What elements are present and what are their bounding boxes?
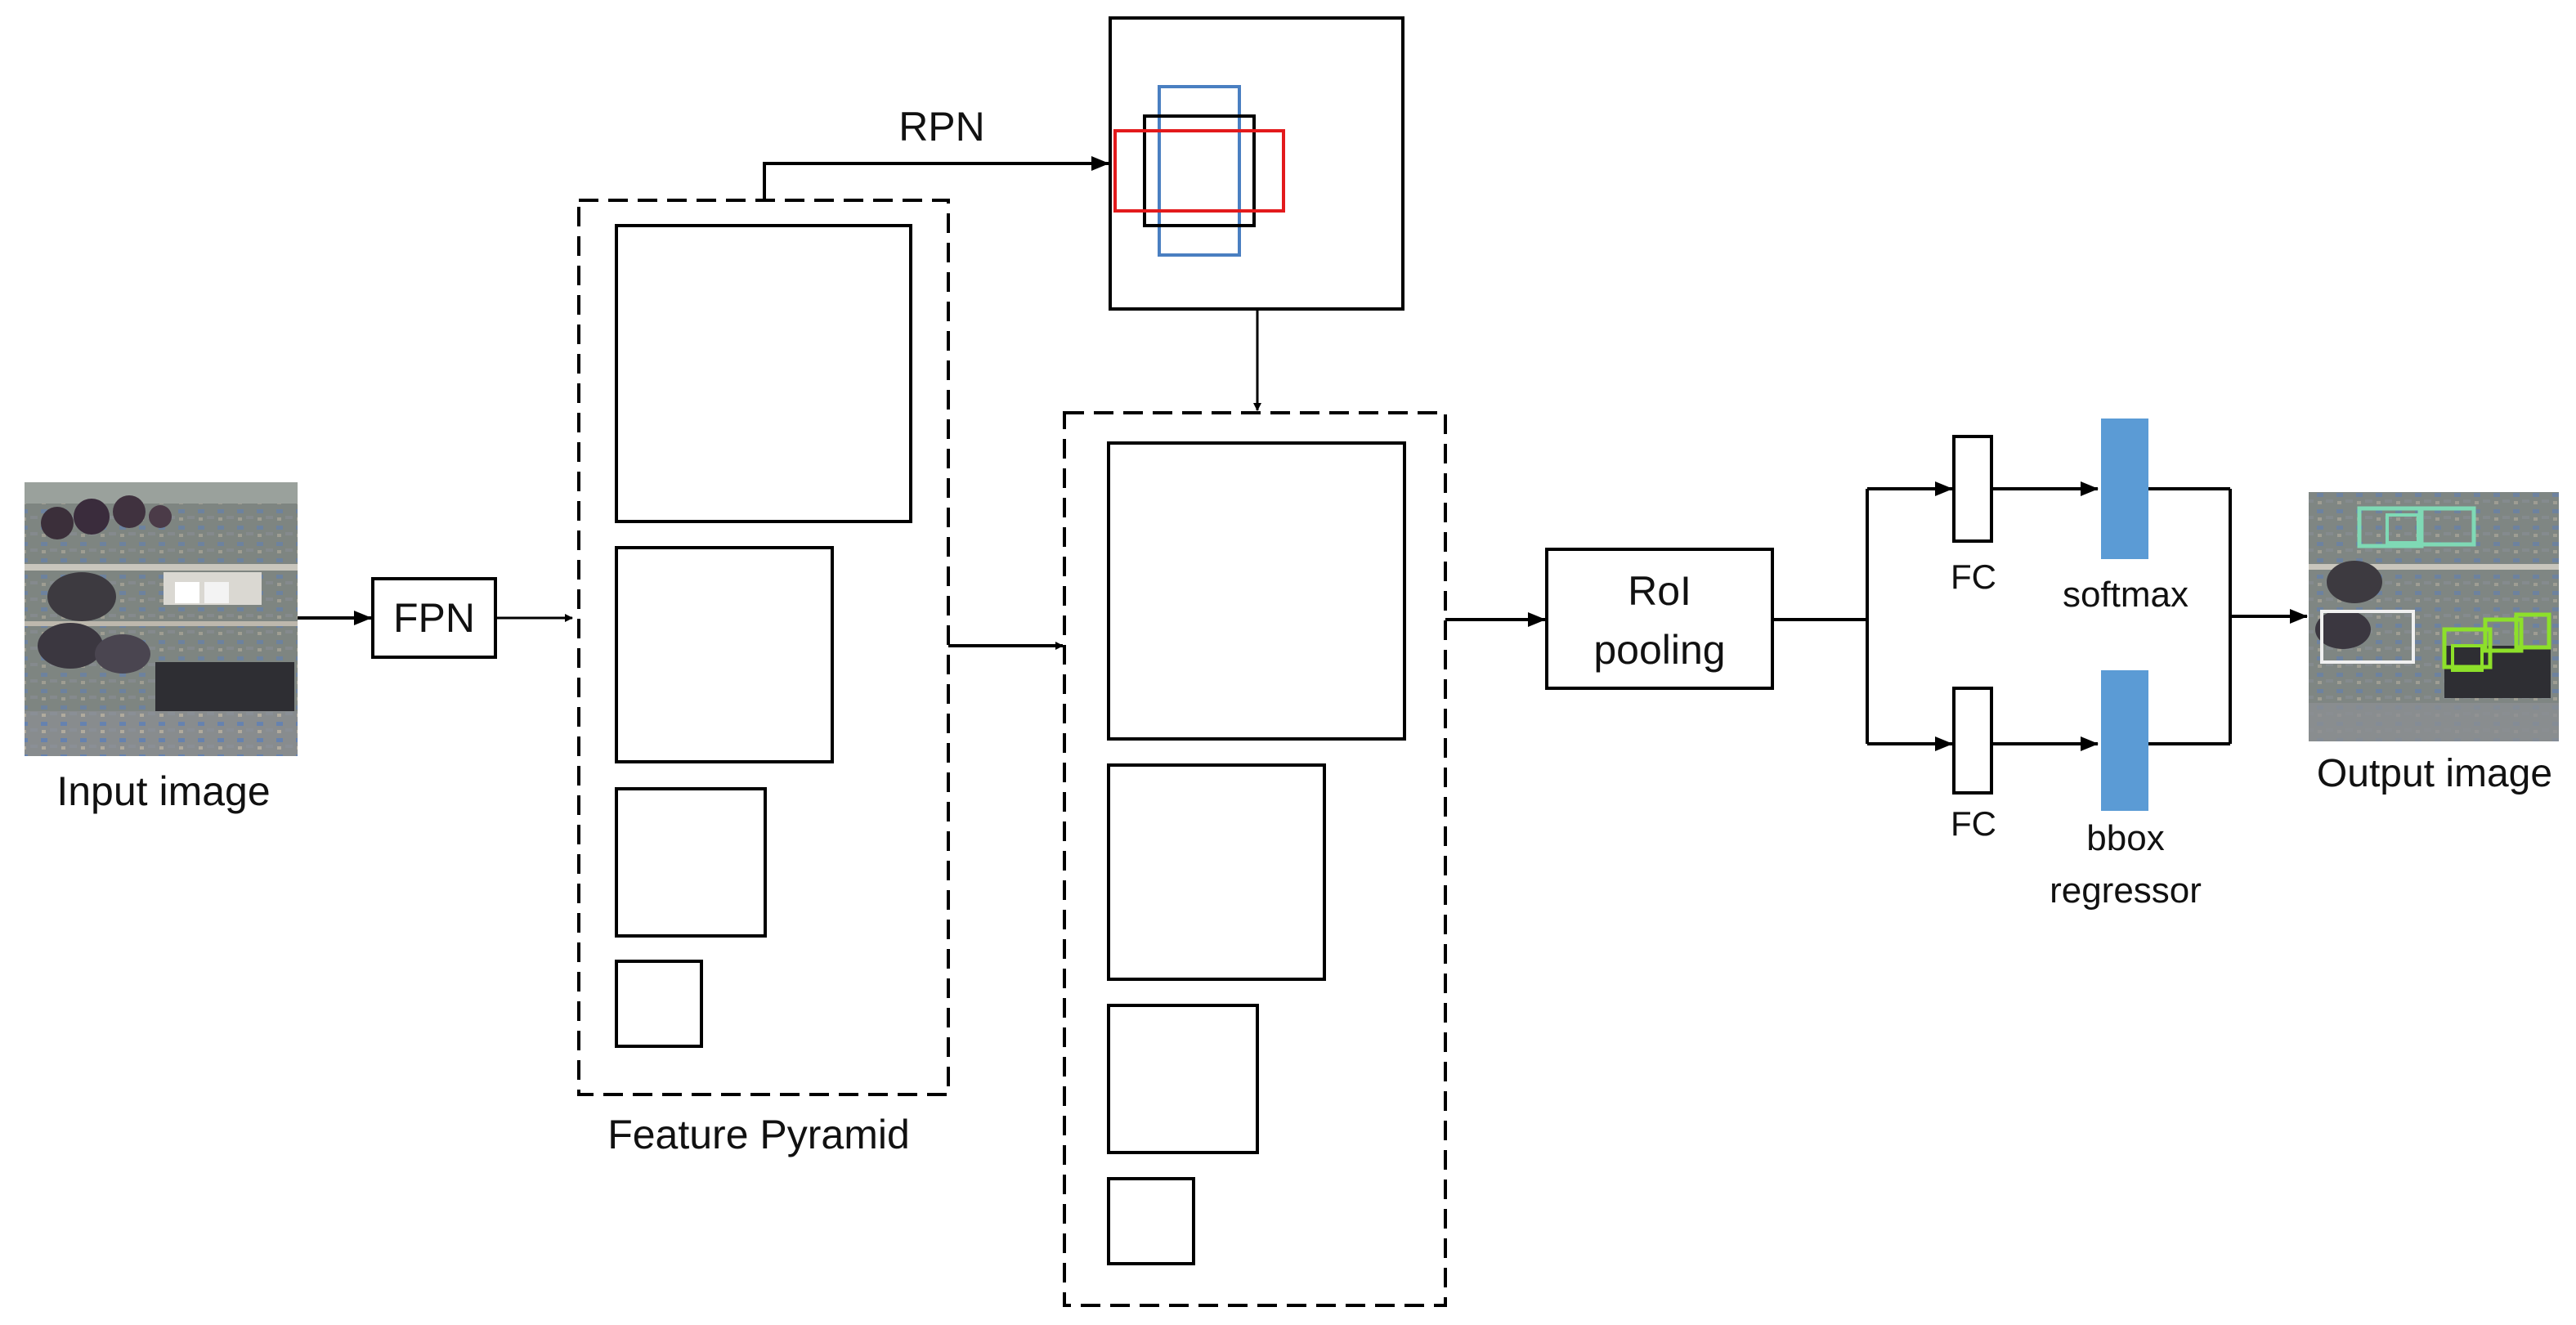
output-image-label: Output image (2317, 752, 2552, 795)
roi-level-3 (1107, 1004, 1259, 1154)
fc-top-box (1952, 435, 1993, 543)
roi-pooling-label-line1: RoI (1628, 568, 1691, 614)
pyramid-level-2 (615, 546, 834, 763)
roi-level-1 (1107, 441, 1406, 741)
fpn-box (371, 577, 497, 659)
roi-pooling-label-line2: pooling (1593, 627, 1725, 673)
rpn-proposals (1109, 16, 1404, 311)
arrow-pyramid-to-rpn (763, 156, 1109, 200)
anchor-black-square (1143, 114, 1256, 227)
bbox-regressor-head (2101, 670, 2148, 811)
rpn-frame (1109, 16, 1404, 311)
bbox-regressor-label-line2: regressor (2050, 871, 2202, 911)
fc-bottom-box (1952, 687, 1993, 795)
feature-pyramid-label: Feature Pyramid (607, 1112, 910, 1157)
roi-pooling-box (1545, 548, 1774, 690)
softmax-label: softmax (2063, 575, 2188, 615)
roi-feature-maps (1063, 411, 1447, 1307)
softmax-head (2101, 419, 2148, 559)
bbox-regressor-label-line1: bbox (2086, 818, 2164, 858)
fpn-label: FPN (393, 595, 475, 641)
pyramid-level-4 (615, 960, 703, 1048)
feature-pyramid (577, 199, 950, 1096)
fc-top-label: FC (1951, 557, 1996, 596)
fc-bottom-label: FC (1951, 804, 1996, 843)
roi-feature-container (1063, 411, 1447, 1307)
anchor-blue-tall (1158, 85, 1241, 257)
output-image-thumbnail (2309, 492, 2559, 741)
roi-level-2 (1107, 763, 1326, 981)
input-image-label: Input image (56, 768, 270, 814)
input-image-thumbnail (25, 482, 298, 756)
roi-level-4 (1107, 1177, 1195, 1265)
rpn-label: RPN (898, 104, 985, 150)
pyramid-level-1 (615, 224, 912, 523)
anchor-red-wide (1113, 129, 1285, 213)
pyramid-level-3 (615, 787, 767, 938)
